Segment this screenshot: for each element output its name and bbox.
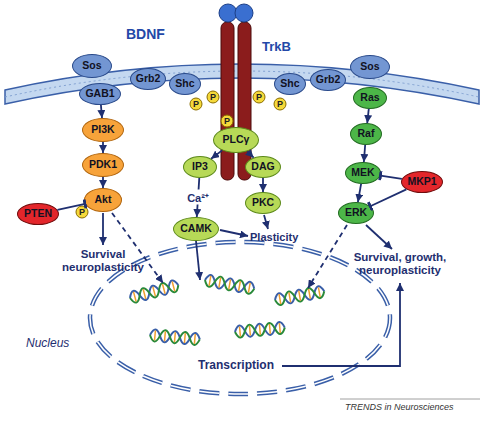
inhibition-connector: [57, 204, 85, 210]
protein-name: MEK: [351, 167, 374, 178]
protein-oval: PDK1: [82, 153, 124, 177]
protein-name: ERK: [345, 207, 367, 218]
activation-arrow: [358, 184, 361, 202]
activation-arrow: [247, 151, 253, 157]
figure-label: Nucleus: [26, 337, 69, 351]
protein-name: Ras: [360, 92, 379, 103]
protein-name: Raf: [358, 128, 375, 139]
phosphate-label: P: [207, 91, 219, 103]
figure-label: TRENDS in Neurosciences: [345, 402, 454, 412]
activation-arrow: [367, 109, 369, 123]
dna-helix: [149, 329, 200, 345]
protein-name: Shc: [175, 78, 194, 89]
activation-arrow: [211, 150, 222, 158]
protein-oval: GAB1: [79, 83, 121, 105]
protein-name: MKP1: [407, 176, 436, 187]
phosphate-label: P: [274, 98, 286, 110]
protein-name: PLCγ: [223, 134, 250, 145]
edge-label: Ca²⁺: [186, 190, 210, 205]
phosphate-dot: [76, 206, 88, 218]
effect-arrow: [264, 215, 268, 229]
protein-oval: PLCγ: [213, 127, 259, 153]
phosphate-dot: [253, 91, 265, 103]
protein-name: PDK1: [89, 159, 117, 170]
activation-arrow: [101, 105, 102, 118]
protein-oval: PI3K: [82, 118, 124, 142]
protein-oval: Shc: [274, 73, 306, 95]
figure-label: Transcription: [198, 359, 274, 373]
protein-oval: Sos: [350, 55, 390, 79]
phosphate-dot: [190, 98, 202, 110]
protein-oval: PTEN: [17, 203, 59, 225]
protein-name: DAG: [251, 161, 274, 172]
effect-arrow: [366, 225, 392, 249]
protein-oval: Raf: [350, 123, 382, 145]
figure-label: Survival, growth, neuroplasticity: [330, 251, 470, 277]
protein-name: PTEN: [24, 208, 52, 219]
activation-arrow: [102, 177, 104, 188]
protein-oval: CAMK: [173, 217, 219, 241]
figure-label: Plasticity: [250, 231, 298, 244]
dna-helix: [204, 274, 255, 295]
figure-label: Survival neuroplasticity: [55, 248, 151, 274]
figure-label: BDNF: [126, 26, 165, 42]
protein-name: Akt: [95, 194, 112, 205]
dna-helix: [128, 279, 179, 304]
inhibition-connector: [380, 176, 401, 179]
protein-name: PKC: [252, 197, 274, 208]
dna-helix: [274, 285, 325, 306]
phosphate-label: P: [76, 206, 88, 218]
protein-name: PI3K: [91, 124, 114, 135]
receptor-chain: [221, 22, 234, 180]
protein-oval: Sos: [72, 54, 112, 78]
protein-oval: Akt: [84, 188, 122, 212]
effect-arrow: [220, 230, 248, 236]
protein-name: Sos: [360, 61, 379, 72]
protein-name: GAB1: [85, 88, 114, 99]
protein-oval: Shc: [169, 73, 201, 95]
protein-oval: Ras: [353, 87, 387, 109]
phosphate-dot: [207, 91, 219, 103]
activation-arrow: [364, 145, 365, 162]
protein-oval: DAG: [245, 156, 281, 178]
inhibition-connector: [370, 189, 406, 206]
protein-name: Sos: [82, 60, 101, 71]
protein-oval: Grb2: [130, 68, 166, 90]
nuclear-arrow: [196, 241, 200, 280]
transcription-arrow: [282, 283, 400, 366]
phosphate-label: P: [190, 98, 202, 110]
protein-oval: IP3: [183, 156, 217, 178]
activation-arrow: [197, 178, 200, 217]
protein-name: IP3: [192, 161, 208, 172]
protein-oval: Grb2: [310, 69, 346, 91]
protein-oval: MEK: [345, 162, 381, 184]
credit-rule: [340, 399, 480, 400]
activation-arrow: [102, 142, 104, 153]
nuclear-arrow: [308, 225, 347, 288]
activation-arrow: [262, 178, 264, 192]
ligand-dimer: [235, 4, 253, 22]
protein-name: Grb2: [316, 74, 341, 85]
protein-oval: ERK: [338, 202, 374, 224]
phosphate-dot: [274, 98, 286, 110]
phosphate-label: P: [253, 91, 265, 103]
ligand-dimer: [219, 4, 237, 22]
protein-name: CAMK: [180, 223, 212, 234]
dna-helix: [234, 322, 285, 338]
protein-oval: PKC: [245, 192, 281, 214]
receptor-chain: [238, 22, 251, 180]
effect-arrow: [102, 213, 104, 245]
phosphate-dot: [221, 115, 233, 127]
phosphate-label: P: [221, 115, 233, 127]
figure-label: TrkB: [262, 40, 291, 55]
protein-oval: MKP1: [401, 171, 443, 193]
protein-name: Grb2: [136, 73, 161, 84]
protein-name: Shc: [280, 78, 299, 89]
